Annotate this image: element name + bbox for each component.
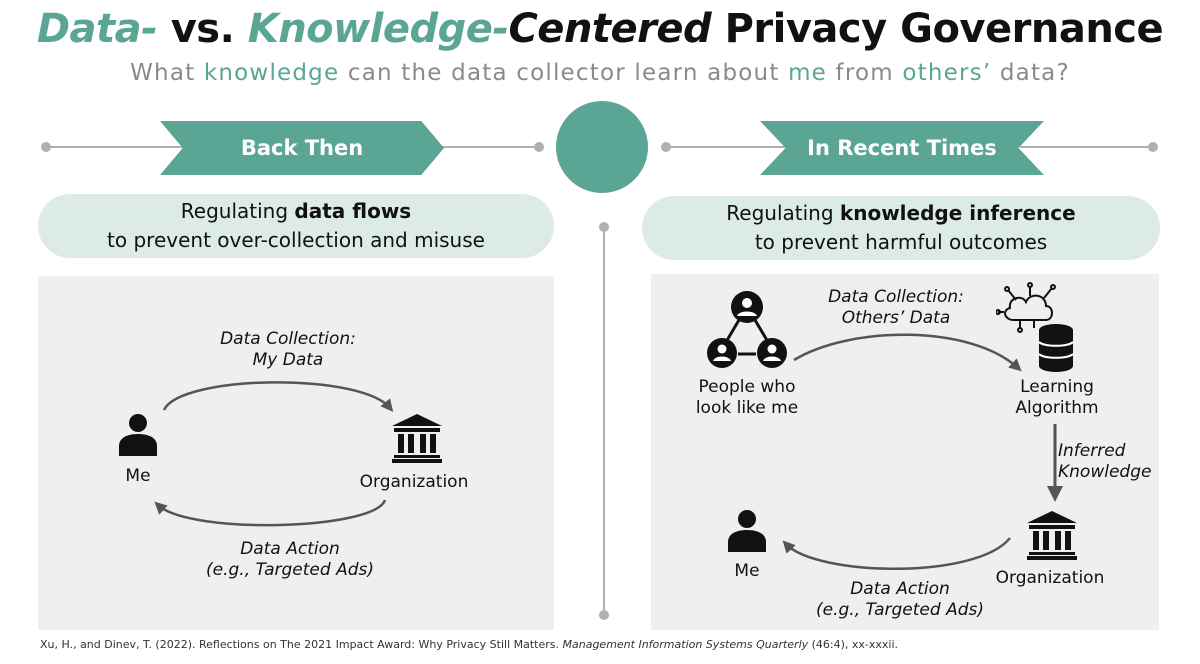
page-title: Data- vs. Knowledge-Centered Privacy Gov… <box>0 6 1200 52</box>
citation-footer: Xu, H., and Dinev, T. (2022). Reflection… <box>40 638 898 651</box>
title-part-data: Data- <box>36 6 158 52</box>
right-collection-line1: Data Collection: <box>828 287 964 307</box>
cloud-database-icon <box>996 282 1074 372</box>
left-me-label: Me <box>125 466 151 486</box>
left-action-line2: (e.g., Targeted Ads) <box>206 560 374 580</box>
connector-line <box>430 146 538 148</box>
subtitle-seg: data? <box>991 60 1070 86</box>
citation-journal: Management Information Systems Quarterly <box>562 638 809 651</box>
subtitle-seg: from <box>827 60 903 86</box>
algorithm-line2: Algorithm <box>1015 398 1099 418</box>
subtitle-seg: What <box>130 60 204 86</box>
right-pill-line2: to prevent harmful outcomes <box>754 230 1048 254</box>
ribbon-label: In Recent Times <box>807 136 997 160</box>
bank-building-icon <box>392 414 442 463</box>
subtitle-seg: can the data collector learn about <box>339 60 789 86</box>
title-part-knowledge: Knowledge- <box>247 6 509 52</box>
people-network-icon <box>707 291 787 368</box>
center-divider-line <box>603 226 605 614</box>
right-action-arrow <box>782 537 1011 570</box>
right-pill-line1: Regulating knowledge inference <box>726 199 1075 228</box>
divider-dot <box>599 610 609 620</box>
title-part-centered: Centered <box>508 6 712 52</box>
left-org-label: Organization <box>359 472 469 492</box>
left-pill-line1: Regulating data flows <box>181 197 411 226</box>
people-line2: look like me <box>695 398 799 418</box>
inferred-line1: Inferred <box>1058 441 1126 461</box>
left-collection-line1: Data Collection: <box>220 329 356 349</box>
subtitle-me: me <box>788 60 828 86</box>
inferred-arrow <box>1047 424 1063 502</box>
left-action-line1: Data Action <box>240 539 340 559</box>
right-me-label: Me <box>734 561 760 581</box>
person-icon <box>119 414 157 456</box>
right-action-line2: (e.g., Targeted Ads) <box>816 600 984 620</box>
title-part-privacy-governance: Privacy Governance <box>711 6 1164 52</box>
right-pill-text: Regulating <box>726 201 840 225</box>
page-subtitle: What knowledge can the data collector le… <box>0 60 1200 86</box>
center-circle <box>556 101 648 193</box>
connector-dot <box>534 142 544 152</box>
left-cycle-arrows <box>154 381 394 527</box>
connector-line <box>46 146 186 148</box>
right-action-label: Data Action (e.g., Targeted Ads) <box>790 579 1010 621</box>
connector-line <box>1020 146 1154 148</box>
left-pill-line2: to prevent over-collection and misuse <box>107 228 485 252</box>
people-line1: People who <box>698 377 796 397</box>
right-collection-arrow <box>793 333 1022 372</box>
algorithm-label: Learning Algorithm <box>990 377 1124 419</box>
left-pill: Regulating data flows to prevent over-co… <box>38 194 554 258</box>
citation-text: Xu, H., and Dinev, T. (2022). Reflection… <box>40 638 563 651</box>
collection-arrow <box>162 381 394 412</box>
right-pill-bold: knowledge inference <box>839 201 1076 225</box>
algorithm-line1: Learning <box>1020 377 1094 397</box>
right-org-label: Organization <box>995 568 1105 588</box>
action-arrow <box>154 499 387 527</box>
right-panel <box>651 274 1159 630</box>
subtitle-others: others’ <box>902 60 992 86</box>
right-collection-line2: Others’ Data <box>841 308 951 328</box>
right-pill: Regulating knowledge inference to preven… <box>642 196 1160 260</box>
left-action-label: Data Action (e.g., Targeted Ads) <box>180 539 400 581</box>
left-collection-line2: My Data <box>252 350 324 370</box>
inferred-line2: Knowledge <box>1058 462 1152 482</box>
subtitle-knowledge: knowledge <box>203 60 340 86</box>
bank-building-icon <box>1027 511 1077 560</box>
right-action-line1: Data Action <box>850 579 950 599</box>
right-collection-label: Data Collection: Others’ Data <box>796 287 996 329</box>
person-icon <box>728 510 766 552</box>
people-label: People who look like me <box>680 377 814 419</box>
left-collection-label: Data Collection: My Data <box>188 329 388 371</box>
ribbon-recent-times: In Recent Times <box>760 121 1044 175</box>
ribbon-back-then: Back Then <box>160 121 444 175</box>
connector-dot <box>1148 142 1158 152</box>
title-part-vs: vs. <box>157 6 248 52</box>
left-pill-text: Regulating <box>180 199 295 223</box>
left-pill-bold: data flows <box>294 199 412 223</box>
citation-text-end: (46:4), xx-xxxii. <box>808 638 899 651</box>
inferred-label: Inferred Knowledge <box>1058 441 1152 483</box>
connector-line <box>665 146 785 148</box>
ribbon-label: Back Then <box>240 136 364 160</box>
